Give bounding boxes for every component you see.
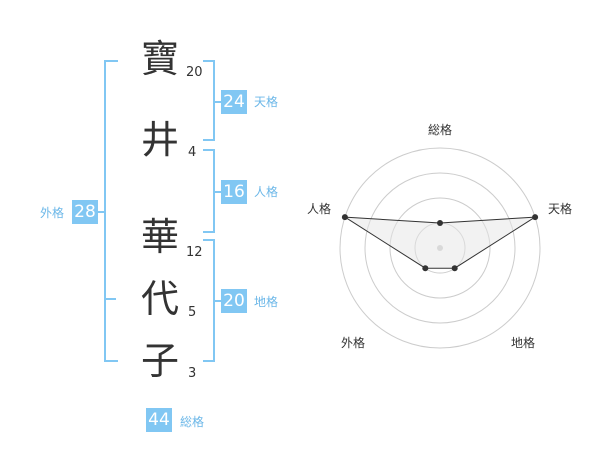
name-char-2: 井: [140, 118, 179, 162]
jinkaku-value: 16: [221, 180, 247, 204]
stroke-count-1: 20: [186, 65, 203, 80]
soukaku-value: 44: [146, 408, 172, 432]
gaikaku-label: 外格: [40, 206, 65, 220]
radar-ring-2: [389, 197, 491, 299]
name-char-5: 子: [140, 339, 179, 383]
radar-ring-4: [339, 147, 541, 349]
radar-ring-3: [364, 172, 516, 324]
gaikaku-value: 28: [72, 200, 98, 224]
tenkaku-label: 天格: [254, 95, 279, 109]
jinkaku-label: 人格: [254, 185, 279, 199]
radar-point-2: [532, 214, 539, 221]
radar-polygon: [344, 216, 536, 269]
radar-axis-label-chikaku: 地格: [511, 336, 536, 350]
stroke-count-2: 4: [188, 145, 197, 160]
tenkaku-value: 24: [221, 90, 247, 114]
radar-points: [341, 214, 539, 272]
chikaku-bracket: [203, 239, 215, 362]
chikaku-value: 20: [221, 289, 247, 313]
name-char-3: 華: [140, 215, 179, 259]
radar-chart: [339, 147, 541, 349]
radar-axis-label-soukaku: 総格: [428, 123, 453, 137]
jinkaku-bracket: [203, 149, 215, 233]
soukaku-label: 総格: [180, 415, 205, 429]
name-char-1: 寶: [140, 37, 179, 81]
stroke-count-3: 12: [186, 245, 203, 260]
gaikaku-bracket: [104, 60, 118, 362]
radar-axis-label-jinkaku: 人格: [307, 202, 332, 216]
stroke-count-5: 3: [188, 366, 197, 381]
radar-point-3: [451, 265, 458, 272]
chikaku-label: 地格: [254, 295, 279, 309]
stroke-count-4: 5: [188, 305, 197, 320]
radar-axis-label-gaikaku: 外格: [341, 336, 366, 350]
gaikaku-connector: [98, 211, 106, 213]
name-char-4: 代: [140, 277, 179, 321]
radar-point-1: [437, 220, 443, 226]
radar-point-4: [422, 265, 429, 272]
tenkaku-connector: [215, 101, 221, 103]
jinkaku-connector: [215, 191, 221, 193]
radar-axis-label-tenkaku: 天格: [548, 202, 573, 216]
gaikaku-bracket-tick: [104, 298, 116, 300]
radar-grid: [339, 147, 541, 349]
tenkaku-bracket: [203, 60, 215, 141]
chikaku-connector: [215, 300, 221, 302]
radar-point-5: [341, 214, 348, 221]
